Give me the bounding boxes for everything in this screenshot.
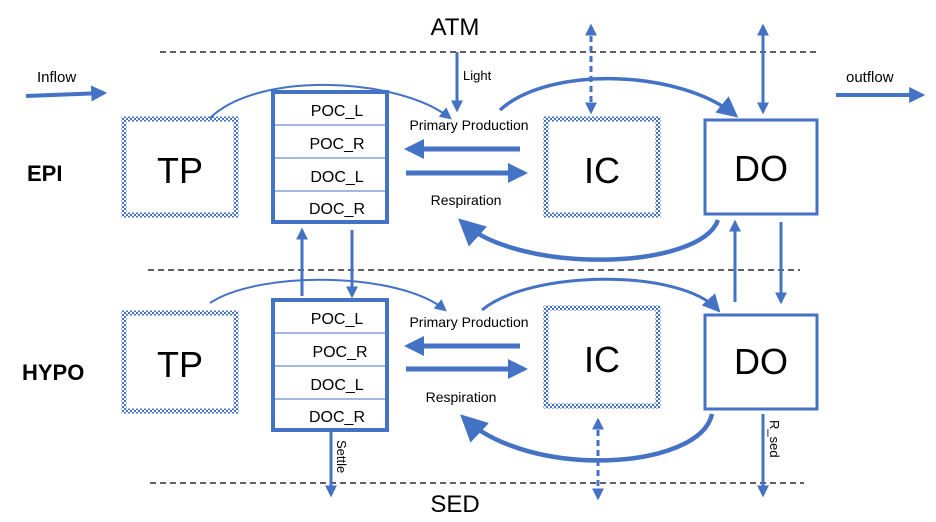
epi-doc-l: DOC_L (310, 169, 363, 186)
epi-do-consumption-arrow (458, 218, 721, 262)
hypo-respiration-label: Respiration (426, 389, 497, 405)
hypo-poc-l: POC_L (311, 311, 364, 328)
epi-primary-production-label: Primary Production (409, 117, 528, 133)
hypo-primary-production-label: Primary Production (409, 314, 528, 330)
hypo-do-consumption-arrow (460, 413, 715, 463)
hypo-tp-label: TP (157, 344, 203, 385)
epi-tp-label: TP (157, 150, 203, 191)
epi-tp-box (121, 116, 239, 218)
epi-organic-pool-box (271, 90, 389, 224)
hypo-ic-to-do-arrow (481, 277, 721, 313)
hypo-tp-box (121, 310, 239, 414)
hypo-do-label: DO (734, 341, 788, 382)
atm-label: ATM (431, 14, 480, 41)
epi-do-label: DO (734, 148, 788, 189)
epi-respiration-label: Respiration (431, 192, 502, 208)
hypo-doc-r: DOC_R (309, 409, 365, 426)
inflow-label: Inflow (37, 69, 76, 86)
hypo-do-box (703, 313, 819, 411)
r-sed-label: R_sed (767, 420, 782, 458)
inflow-arrow (25, 85, 108, 102)
epi-ic-label: IC (584, 150, 620, 191)
epi-doc-r: DOC_R (309, 201, 365, 218)
hypo-poc-r: POC_R (312, 344, 367, 361)
epi-poc-r: POC_R (309, 136, 364, 153)
epi-poc-l: POC_L (311, 103, 364, 120)
light-label: Light (463, 68, 492, 83)
epi-tp-uptake-arrow (209, 83, 452, 120)
outflow-label: outflow (846, 69, 894, 86)
hypo-organic-pool-box (271, 298, 389, 432)
epi-do-box (703, 118, 819, 216)
epi-ic-box (543, 116, 661, 218)
epi-ic-to-do-arrow (498, 76, 739, 118)
hypo-doc-l: DOC_L (310, 377, 363, 394)
settle-label: Settle (334, 440, 349, 473)
hypo-tp-uptake-arrow (209, 278, 447, 312)
sed-label: SED (430, 491, 479, 518)
hypo-ic-label: IC (584, 339, 620, 380)
hypo-ic-box (543, 305, 661, 409)
epi-label: EPI (27, 161, 62, 186)
hypo-label: HYPO (22, 360, 84, 385)
